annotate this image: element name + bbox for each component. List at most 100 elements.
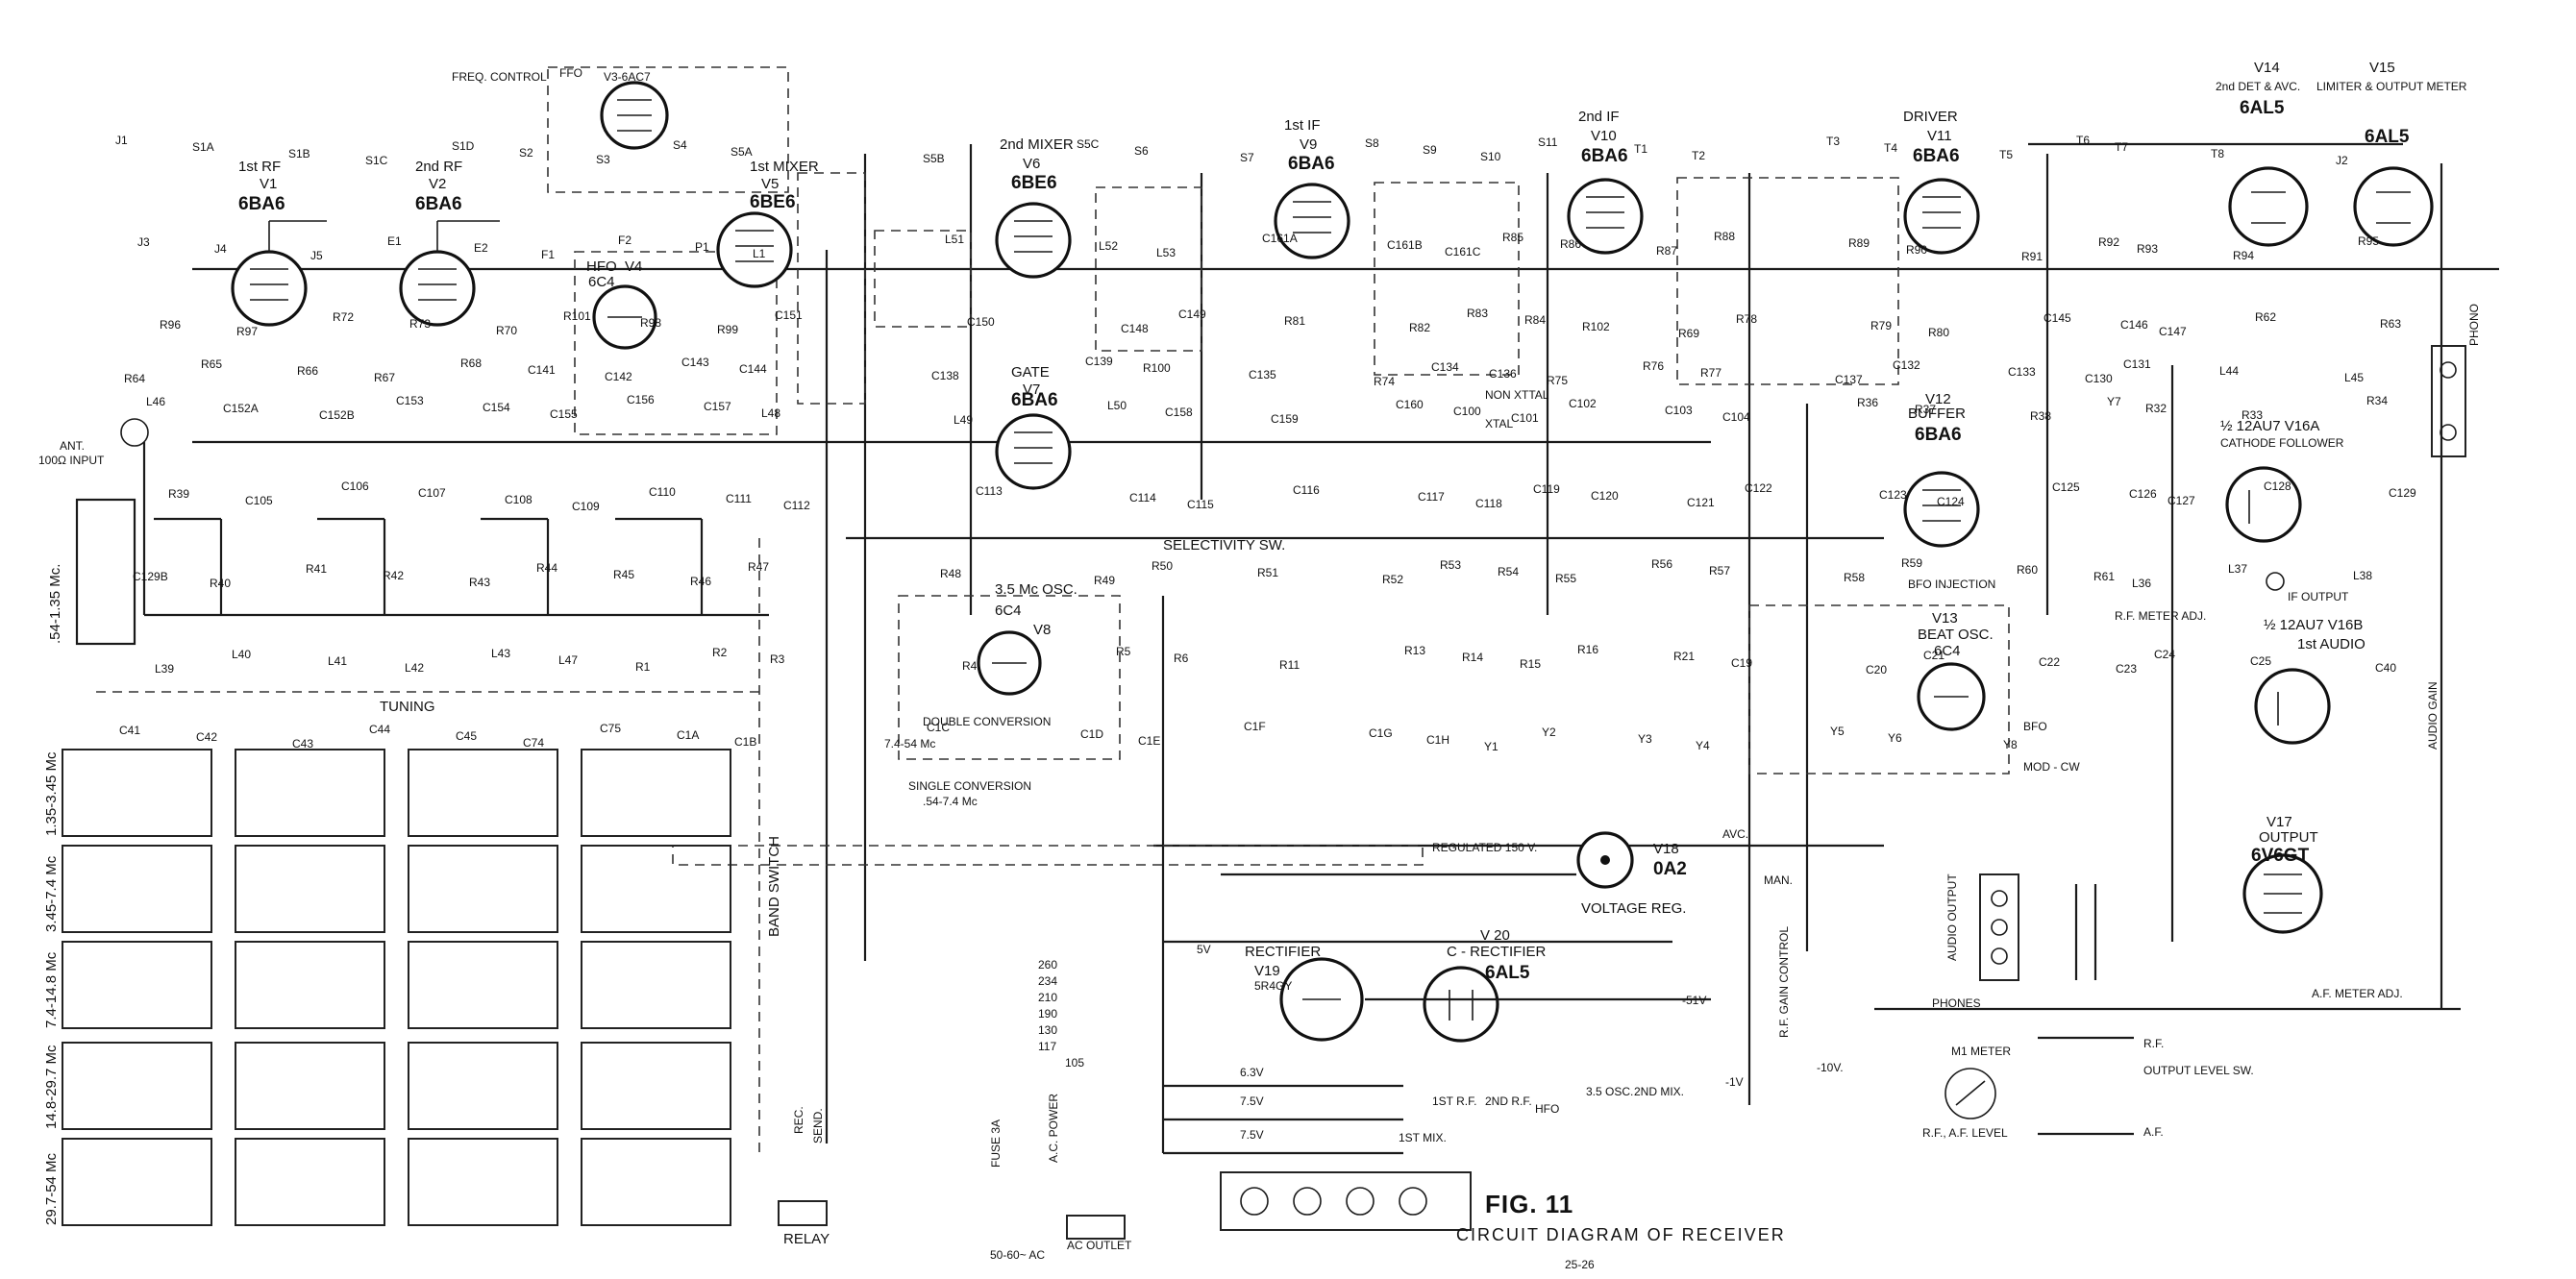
ref-c153: C153 [396,394,424,407]
tube-v18-fn: VOLTAGE REG. [1581,900,1686,917]
tube-v8-type: 6C4 [995,603,1022,619]
ref-f1: F1 [541,248,555,261]
page-number: 25-26 [1565,1258,1595,1271]
tube-v6-fn: 2nd MIXER [1000,136,1074,153]
tube-v18-type: 0A2 [1653,859,1687,879]
ref-r48: R48 [940,567,961,580]
ref-c25: C25 [2250,654,2271,668]
ref-r62: R62 [2255,310,2276,324]
ref-s4: S4 [673,138,687,152]
tube-v13-ref: V13 [1932,610,1958,627]
ref-c155: C155 [550,407,578,421]
ref-c40: C40 [2375,661,2396,675]
ref-s6: S6 [1134,144,1149,158]
ref-r6: R6 [1174,652,1189,665]
ref-r43: R43 [469,576,490,589]
ref-c118: C118 [1475,497,1502,510]
tube-v14-fn: 2nd DET & AVC. [2216,80,2300,93]
band-coil-boxes [62,749,731,1226]
ref-r57: R57 [1709,564,1730,578]
ref-l45: L45 [2344,371,2364,384]
ref-c109: C109 [572,500,600,513]
tube-v16b-ref: ½ 12AU7 V16B [2264,617,2363,633]
ref-c150: C150 [967,315,995,329]
ref-r13: R13 [1404,644,1425,657]
ref-l42: L42 [405,661,424,675]
ref-c152b: C152B [319,408,355,422]
ref-y5: Y5 [1830,725,1845,738]
ref-r54: R54 [1498,565,1519,578]
neg10-label: -10V. [1817,1061,1844,1074]
ref-c144: C144 [739,362,767,376]
tube-v2-type: 6BA6 [415,194,462,214]
ref-r66: R66 [297,364,318,378]
ref-s1d: S1D [452,139,475,153]
ref-s10: S10 [1480,150,1501,163]
tube-v7-fn: GATE [1011,364,1050,381]
ref-s5c: S5C [1077,137,1100,151]
ref-r34: R34 [2366,394,2388,407]
ref-j4: J4 [214,242,227,256]
ref-c135: C135 [1249,368,1276,381]
v75b-label: 7.5V [1240,1128,1264,1142]
ref-r82: R82 [1409,321,1430,334]
heater-2rf: 2ND R.F. [1485,1095,1532,1108]
ref-c157: C157 [704,400,731,413]
ref-c114: C114 [1129,491,1156,504]
tube-v4-type: 6C4 [588,274,615,290]
tube-v10-fn: 2nd IF [1578,109,1620,125]
ref-r58: R58 [1844,571,1865,584]
band-label-4: 7.4-14.8 Mc [43,951,60,1028]
ref-c107: C107 [418,486,446,500]
ref-r4: R4 [962,659,978,673]
ref-c146: C146 [2120,318,2148,332]
ref-c20: C20 [1866,663,1887,676]
figure-title-block: FIG. 11 CIRCUIT DIAGRAM OF RECEIVER 25-2… [1456,1190,1784,1271]
ref-r80: R80 [1928,326,1949,339]
ref-c122: C122 [1745,481,1772,495]
ref-r97: R97 [236,325,258,338]
ref-r1: R1 [635,660,651,674]
ref-r94: R94 [2233,249,2254,262]
ref-c1a: C1A [677,728,699,742]
ref-c143: C143 [681,356,709,369]
ref-c1g: C1G [1369,726,1393,740]
power-supply [778,873,1711,1240]
ref-s3: S3 [596,153,610,166]
ref-r68: R68 [460,357,482,370]
ref-c1e: C1E [1138,734,1160,748]
ref-r89: R89 [1848,236,1870,250]
ref-c139: C139 [1085,355,1113,368]
ref-r51: R51 [1257,566,1278,579]
ref-s8: S8 [1365,136,1379,150]
tube-v19-type: 5R4GY [1254,979,1292,993]
ref-t4: T4 [1884,141,1897,155]
tube-v14-ref: V14 [2254,60,2280,76]
band-switch-label: BAND SWITCH [766,836,782,937]
ref-c45: C45 [456,729,477,743]
tube-v20-type: 6AL5 [1485,963,1530,983]
tube-v8-ref: V8 [1033,622,1051,638]
ref-r2: R2 [712,646,728,659]
ref-r88: R88 [1714,230,1735,243]
ref-r85: R85 [1502,231,1523,244]
ref-c41: C41 [119,724,140,737]
tube-v1-type: 6BA6 [238,194,285,214]
tube-v10-ref: V10 [1591,128,1617,144]
ref-r79: R79 [1870,319,1892,332]
bus-wiring [192,142,2499,1153]
band-labels: .54-1.35 Mc. 1.35-3.45 Mc 3.45-7.4 Mc 7.… [43,564,782,1225]
ref-c132: C132 [1893,358,1920,372]
ref-c159: C159 [1271,412,1299,426]
ref-c124: C124 [1937,495,1965,508]
ref-c104: C104 [1722,410,1750,424]
ref-c147: C147 [2159,325,2187,338]
tube-v16b-fn: 1st AUDIO [2297,636,2365,652]
tap-260: 260 [1038,958,1057,972]
ref-j3: J3 [137,235,150,249]
ref-r56: R56 [1651,557,1672,571]
ref-c110: C110 [649,485,676,499]
band-label-2: 1.35-3.45 Mc [43,751,60,836]
tube-v19-fn: RECTIFIER [1245,944,1321,960]
